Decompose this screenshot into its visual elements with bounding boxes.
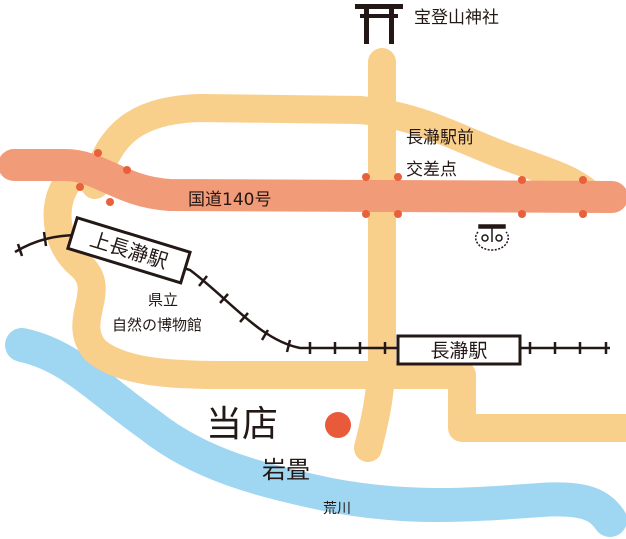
station-nagatoro-label: 長瀞駅 [430, 340, 487, 362]
route-140 [0, 149, 626, 213]
river-arakawa [5, 328, 626, 537]
route-140-label: 国道140号 [188, 190, 271, 210]
road-main-vertical [354, 48, 396, 462]
intersection-label-line2: 交差点 [406, 160, 457, 180]
store-label: 当店 [206, 404, 278, 445]
road-lower-loop [43, 156, 626, 442]
shrine-label: 宝登山神社 [414, 8, 499, 28]
post-office-face-icon [474, 224, 510, 251]
traffic-signal-dots [76, 149, 587, 218]
river-label: 荒川 [323, 501, 351, 517]
road-upper-loop [81, 94, 604, 209]
intersection-label-line1: 長瀞駅前 [406, 128, 474, 148]
railway-line [14, 233, 610, 350]
iwadatami-label: 岩畳 [262, 456, 310, 484]
store-marker-icon[interactable] [325, 412, 351, 438]
railway-ties [16, 231, 608, 354]
museum-label-line1: 県立 [148, 291, 178, 309]
torii-icon [355, 4, 403, 44]
museum-label-line2: 自然の博物館 [112, 316, 202, 334]
station-nagatoro[interactable]: 長瀞駅 [396, 334, 522, 366]
